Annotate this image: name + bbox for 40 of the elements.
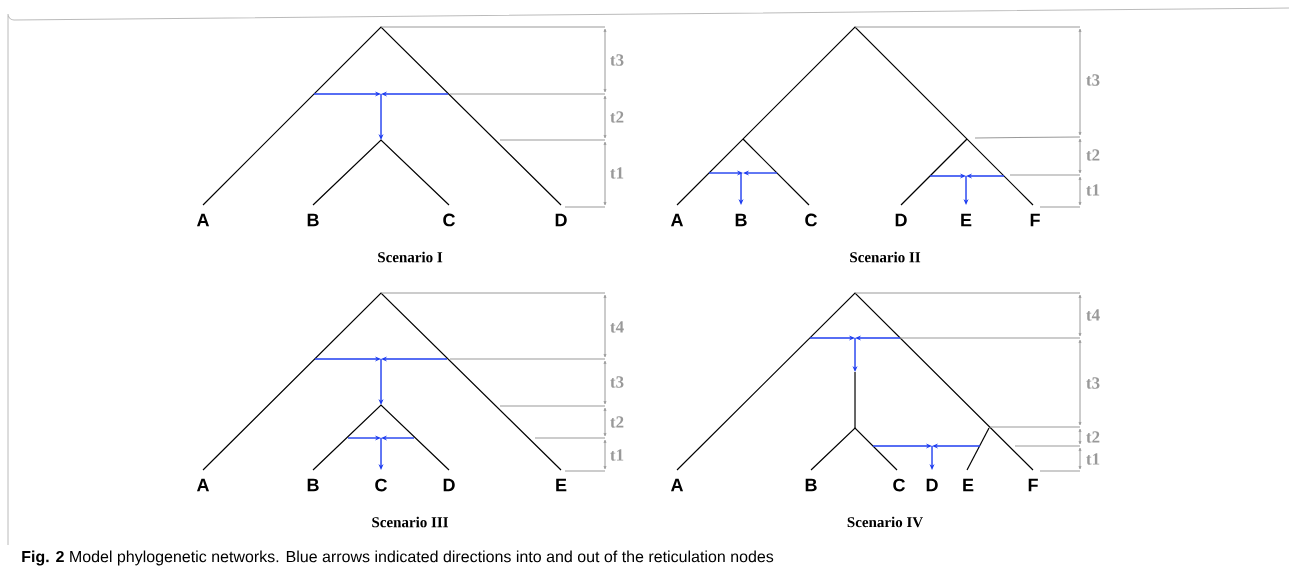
time-label: t3: [610, 54, 624, 66]
leaf-label: D: [555, 213, 567, 227]
leaf-label: D: [895, 213, 907, 227]
leaf-label: E: [963, 478, 974, 492]
time-label: t4: [1086, 309, 1100, 321]
time-label: t2: [610, 111, 624, 123]
leaf-label: B: [307, 478, 319, 492]
time-label: t1: [610, 449, 624, 461]
leaf-label: D: [926, 478, 938, 492]
time-label: t1: [610, 167, 624, 179]
time-label: t3: [610, 376, 624, 388]
leaf-label: F: [1030, 213, 1040, 227]
leaf-label: A: [196, 478, 210, 492]
leaf-label: B: [805, 478, 817, 492]
leaf-label: A: [670, 213, 684, 227]
time-label: t2: [1086, 149, 1100, 161]
leaf-label: C: [893, 478, 906, 492]
figure-caption: Fig. 2 Model phylogenetic networks. Blue arrows indicated directions into and out of the reticulation nodes: [22, 550, 774, 566]
leaf-label: D: [443, 478, 455, 492]
scenario-title: Scenario III: [372, 516, 449, 528]
scenario-title: Scenario IV: [847, 516, 923, 528]
scenario-title: Scenario II: [850, 251, 921, 263]
leaf-label: B: [307, 213, 319, 227]
time-label: t3: [1086, 377, 1100, 389]
leaf-label: F: [1028, 478, 1038, 492]
leaf-label: E: [556, 478, 567, 492]
time-label: t1: [1086, 453, 1100, 465]
leaf-label: C: [375, 478, 387, 492]
time-label: t2: [1086, 431, 1100, 443]
scenario-title: Scenario I: [378, 251, 443, 263]
leaf-label: E: [961, 213, 972, 227]
time-label: t3: [1086, 74, 1100, 86]
time-label: t1: [1086, 184, 1100, 196]
leaf-label: A: [196, 213, 210, 227]
time-label: t2: [610, 416, 624, 428]
time-label: t4: [610, 321, 624, 333]
leaf-label: A: [670, 478, 684, 492]
leaf-label: B: [735, 213, 747, 227]
leaf-label: C: [805, 213, 818, 227]
leaf-label: C: [443, 213, 455, 227]
